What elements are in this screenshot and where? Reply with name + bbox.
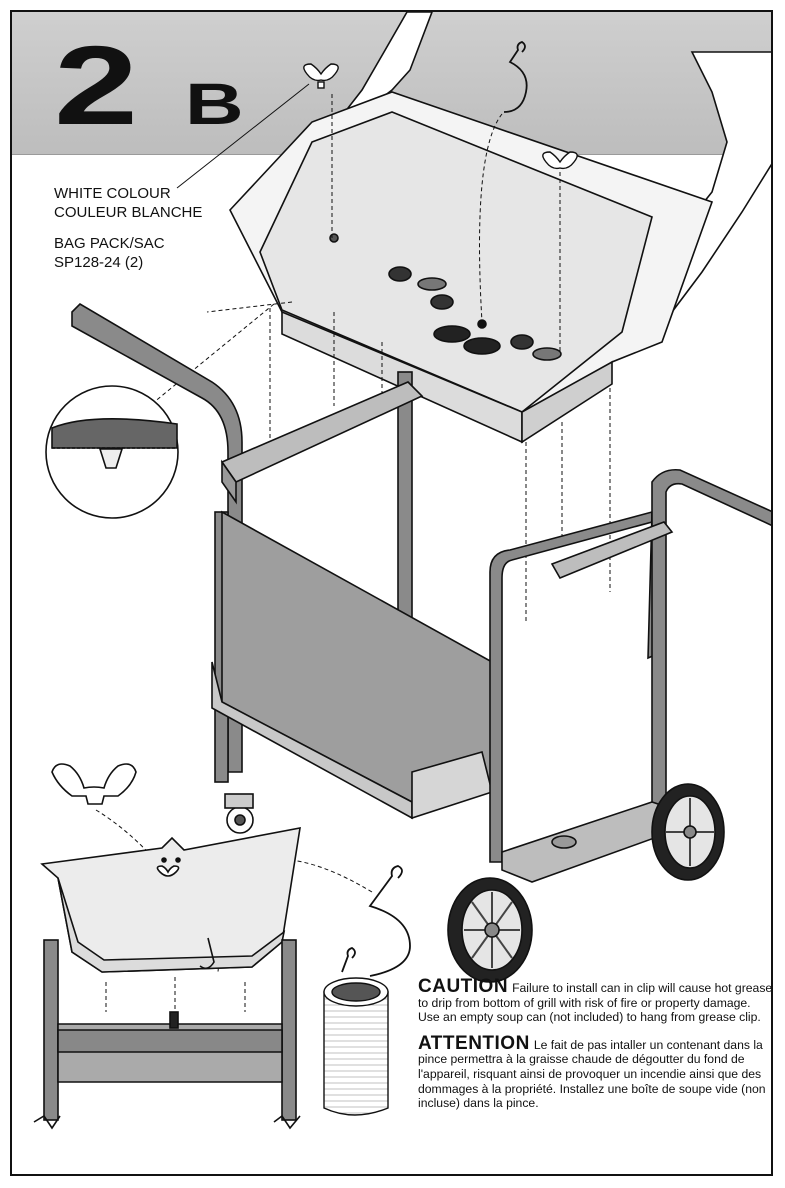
callout-bag-pack: BAG PACK/SAC: [54, 235, 165, 252]
callout-part-number: SP128-24 (2): [54, 254, 144, 271]
step-number: 2: [54, 23, 138, 148]
soup-can-icon: [323, 977, 389, 1116]
detail-callout: [45, 385, 179, 519]
caution-keyword: CAUTION: [418, 976, 509, 997]
grease-clip-icon: [503, 41, 528, 113]
wing-nut-icon: [51, 763, 137, 805]
callout-colour-fr: COULEUR BLANCHE: [54, 204, 203, 221]
wheel-icon: [447, 877, 533, 983]
step-letter: B: [185, 72, 244, 137]
grease-tray-detail: [40, 827, 301, 973]
callout-colour-en: WHITE COLOUR: [54, 185, 171, 202]
caution-french-text: Le fait de pas intaller un contenant dan…: [418, 1037, 766, 1111]
assembly-illustration: [33, 12, 771, 1130]
cart-bottom-panel: [211, 510, 493, 820]
wing-nut-icon: [542, 151, 578, 170]
grease-clip-icon: [341, 865, 411, 977]
instruction-page: 2 B: [10, 10, 773, 1176]
attention-keyword: ATTENTION: [418, 1032, 530, 1054]
cart-right-frame: [489, 468, 771, 863]
caution-english-text: Failure to install can in clip will caus…: [418, 981, 773, 1025]
wheel-icon: [651, 783, 725, 881]
part-callout: WHITE COLOUR COULEUR BLANCHE BAG PACK/SA…: [54, 184, 202, 272]
bracket-detail: [33, 939, 301, 1130]
cart-crossbar: [220, 381, 424, 505]
grease-tray: [229, 91, 714, 444]
wing-nut-icon: [303, 63, 339, 89]
